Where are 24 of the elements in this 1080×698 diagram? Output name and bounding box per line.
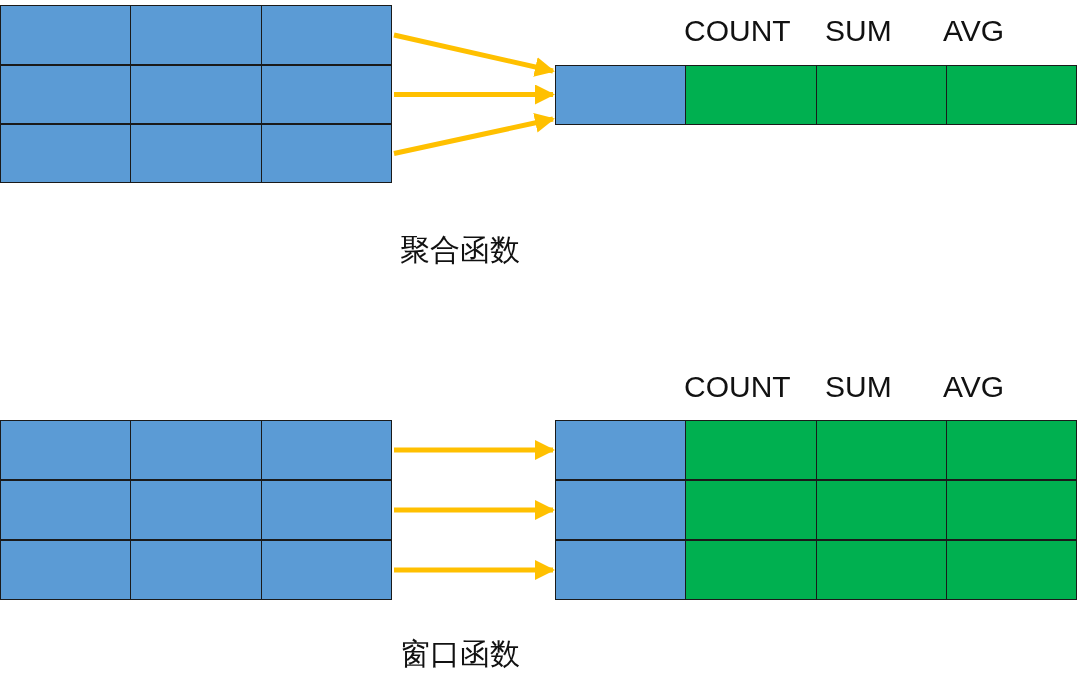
table-row xyxy=(0,540,392,600)
caption: 窗口函数 xyxy=(400,635,520,673)
caption: 聚合函数 xyxy=(400,231,520,269)
table-row xyxy=(0,65,392,124)
column-header: AVG xyxy=(943,14,1005,48)
table-row xyxy=(555,480,1077,540)
arrow xyxy=(393,113,555,156)
table-row xyxy=(0,420,392,480)
column-header: COUNT xyxy=(684,14,791,48)
arrow xyxy=(394,440,555,460)
arrow xyxy=(393,32,555,77)
column-header: AVG xyxy=(943,370,1005,404)
arrow xyxy=(394,560,555,580)
table-row xyxy=(555,65,1077,125)
column-header: SUM xyxy=(825,14,892,48)
table-row xyxy=(0,124,392,183)
table-row xyxy=(555,540,1077,600)
column-header: COUNT xyxy=(684,370,791,404)
table-row xyxy=(0,5,392,65)
table-row xyxy=(555,420,1077,480)
table-row xyxy=(0,480,392,540)
arrow xyxy=(394,500,555,520)
column-header: SUM xyxy=(825,370,892,404)
arrow xyxy=(394,84,555,105)
